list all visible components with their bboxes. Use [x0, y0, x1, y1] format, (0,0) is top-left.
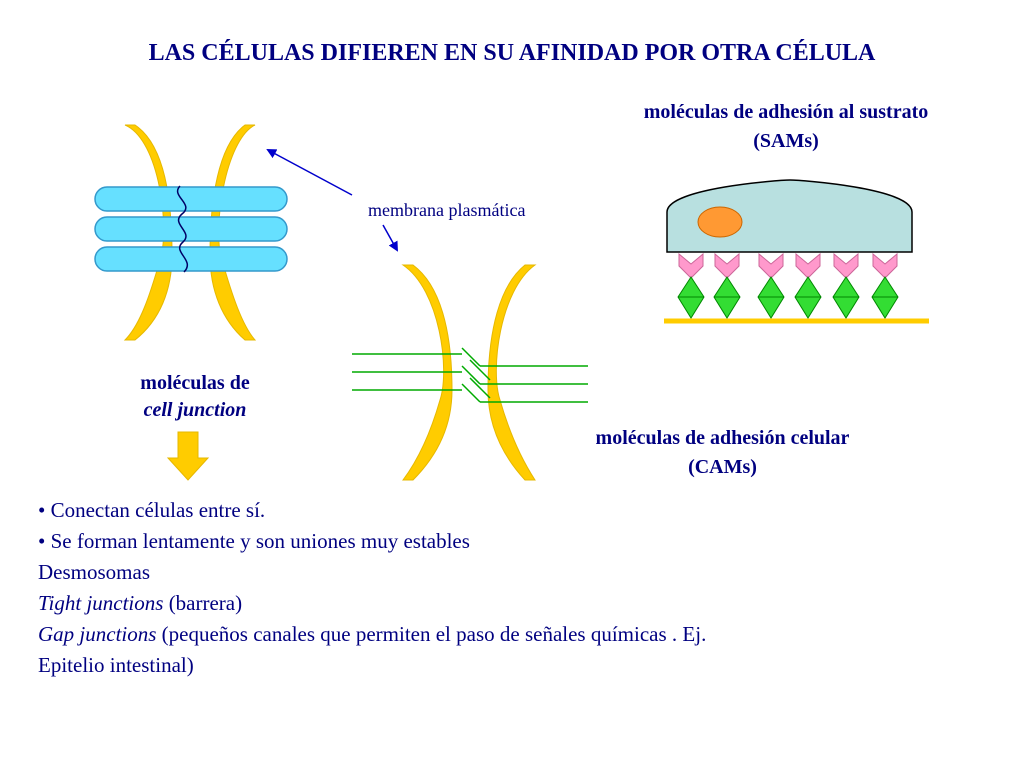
junction-bar-3: [94, 246, 288, 272]
page-title: LAS CÉLULAS DIFIEREN EN SU AFINIDAD POR …: [148, 40, 876, 66]
membrane-arrow-down: [382, 224, 398, 252]
sams-label-line1: moléculas de adhesión al sustrato: [643, 101, 929, 123]
note-bullet-2: • Se forman lentamente y son uniones muy…: [38, 529, 470, 553]
sam-receptor: [714, 252, 740, 279]
tight-junctions-desc: (barrera): [163, 591, 243, 615]
sam-ligand: [794, 276, 822, 319]
sam-receptor: [795, 252, 821, 279]
note-gap-junctions: Gap junctions (pequeños canales que perm…: [38, 619, 998, 650]
membrane-label: membrana plasmática: [368, 200, 526, 220]
cell-junction-label-line2: cell junction: [143, 399, 247, 421]
sam-receptor: [872, 252, 898, 279]
note-tight-junctions: Tight junctions (barrera): [38, 588, 998, 619]
sam-ligand: [677, 276, 705, 319]
cam-molecule-lines: [352, 347, 588, 403]
sam-receptor: [833, 252, 859, 279]
tight-junctions-term: Tight junctions: [38, 591, 164, 615]
sam-ligand: [757, 276, 785, 319]
down-arrow-icon: [166, 431, 210, 481]
cell-junction-label: moléculas de cell junction: [110, 372, 280, 422]
junction-bar-2: [94, 216, 288, 242]
gap-junctions-term: Gap junctions: [38, 622, 157, 646]
note-desmosomas: Desmosomas: [38, 560, 150, 584]
cam-right-membrane-arc: [487, 264, 537, 481]
cams-label-line1: moléculas de adhesión celular: [595, 427, 850, 449]
membrane-arrow-up: [266, 149, 353, 196]
sam-receptor: [758, 252, 784, 279]
junction-bar-1: [94, 186, 288, 212]
cams-label: moléculas de adhesión celular (CAMs): [540, 427, 905, 479]
sam-nucleus: [697, 206, 743, 238]
notes: • Conectan células entre sí. • Se forman…: [38, 495, 998, 681]
note-gap-junctions-cont: Epitelio intestinal): [38, 653, 194, 677]
sams-label-line2: (SAMs): [753, 130, 819, 152]
sam-receptor: [678, 252, 704, 279]
sam-adhesion-units: [677, 252, 899, 319]
cam-left-membrane-arc: [401, 264, 453, 481]
sam-ligand: [871, 276, 899, 319]
sam-ligand: [832, 276, 860, 319]
gap-junctions-desc: (pequeños canales que permiten el paso d…: [156, 622, 707, 646]
cams-label-line2: (CAMs): [688, 456, 757, 478]
junction-wave-line: [176, 185, 188, 273]
cell-junction-illustration: [94, 124, 288, 341]
sam-illustration: [664, 179, 929, 324]
note-bullet-1: • Conectan células entre sí.: [38, 498, 266, 522]
cell-junction-label-line1: moléculas de: [140, 372, 250, 394]
sams-label: moléculas de adhesión al sustrato (SAMs): [586, 101, 986, 153]
cam-illustration: [352, 264, 588, 481]
sam-ligand: [713, 276, 741, 319]
